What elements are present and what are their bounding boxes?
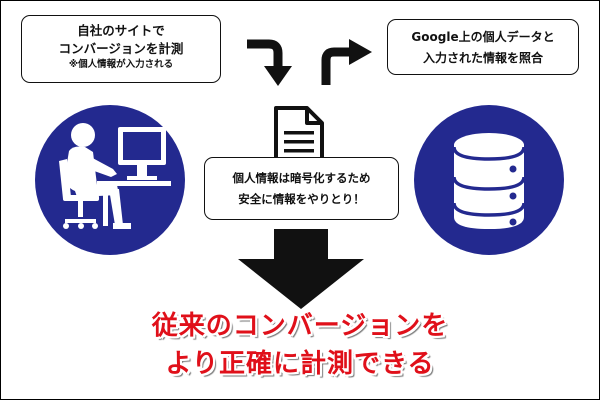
curved-arrow-down-icon: [247, 39, 292, 86]
google-matching-box: Google上の個人データと 入力された情報を照合: [387, 19, 579, 75]
person-at-computer-icon: [59, 123, 171, 229]
result-message: 従来のコンバージョンを より正確に計測できる: [1, 307, 599, 383]
site-box-note: ※個人情報が入力される: [68, 59, 174, 70]
user-circle: [35, 105, 185, 255]
encrypt-box-line2: 安全に情報をやりとり！: [238, 192, 365, 206]
big-down-arrow-icon: [238, 229, 364, 309]
google-database-circle: [414, 105, 564, 255]
result-line1: 従来のコンバージョンを: [151, 311, 449, 341]
site-box-line1: 自社のサイトで: [77, 23, 165, 38]
google-box-line2: 入力された情報を照合: [422, 51, 543, 65]
google-box-line1: Google上の個人データと: [411, 30, 555, 44]
site-box-line2: コンバージョンを計測: [58, 41, 184, 56]
encrypt-box-line1: 個人情報は暗号化するため: [232, 171, 371, 185]
curved-arrow-up-right-icon: [321, 39, 372, 85]
encryption-box: 個人情報は暗号化するため 安全に情報をやりとり！: [204, 157, 399, 220]
site-conversion-box: 自社のサイトで コンバージョンを計測 ※個人情報が入力される: [21, 15, 221, 83]
document-icon: [274, 106, 324, 168]
database-icon: [452, 133, 526, 229]
result-line2: より正確に計測できる: [165, 349, 435, 379]
